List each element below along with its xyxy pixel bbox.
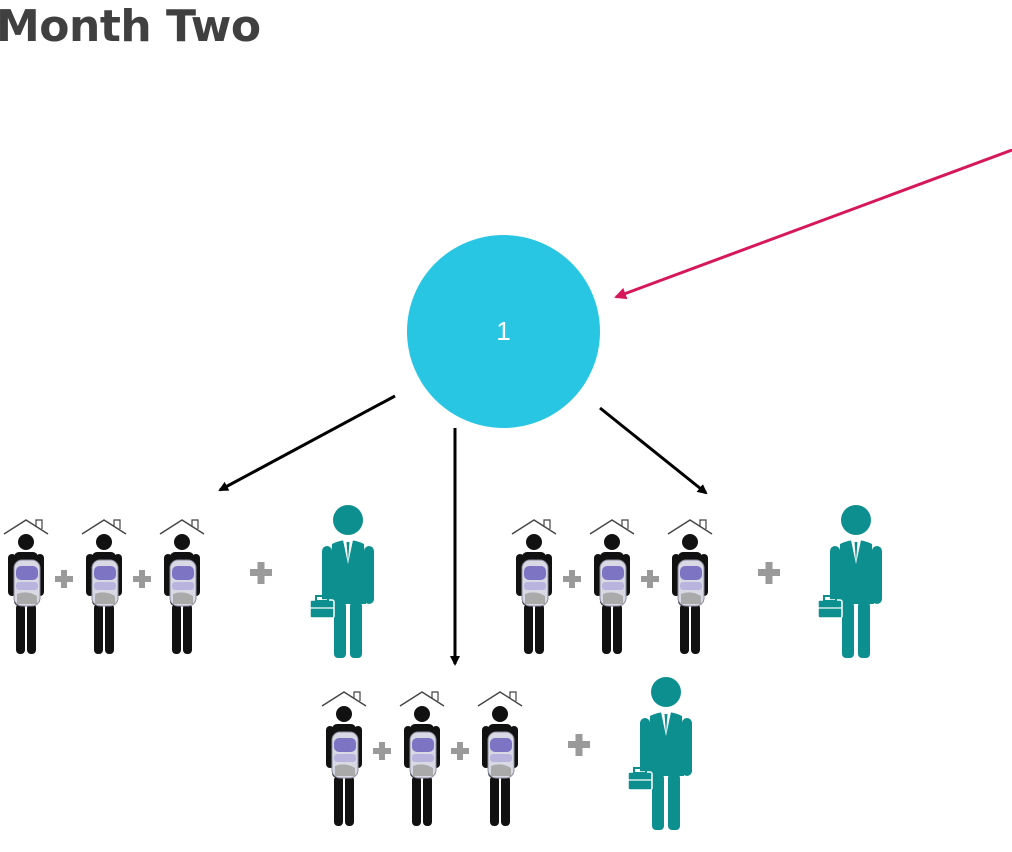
family-group-bottom xyxy=(310,672,730,852)
family-group-left xyxy=(0,500,412,680)
family-group-right xyxy=(500,500,920,680)
root-node: 1 xyxy=(407,235,600,428)
page-title: Month Two xyxy=(0,1,261,52)
root-node-label: 1 xyxy=(496,316,511,346)
arrow-right xyxy=(599,406,708,495)
highlight-arrow xyxy=(614,148,1012,300)
arrow-left xyxy=(218,394,396,492)
